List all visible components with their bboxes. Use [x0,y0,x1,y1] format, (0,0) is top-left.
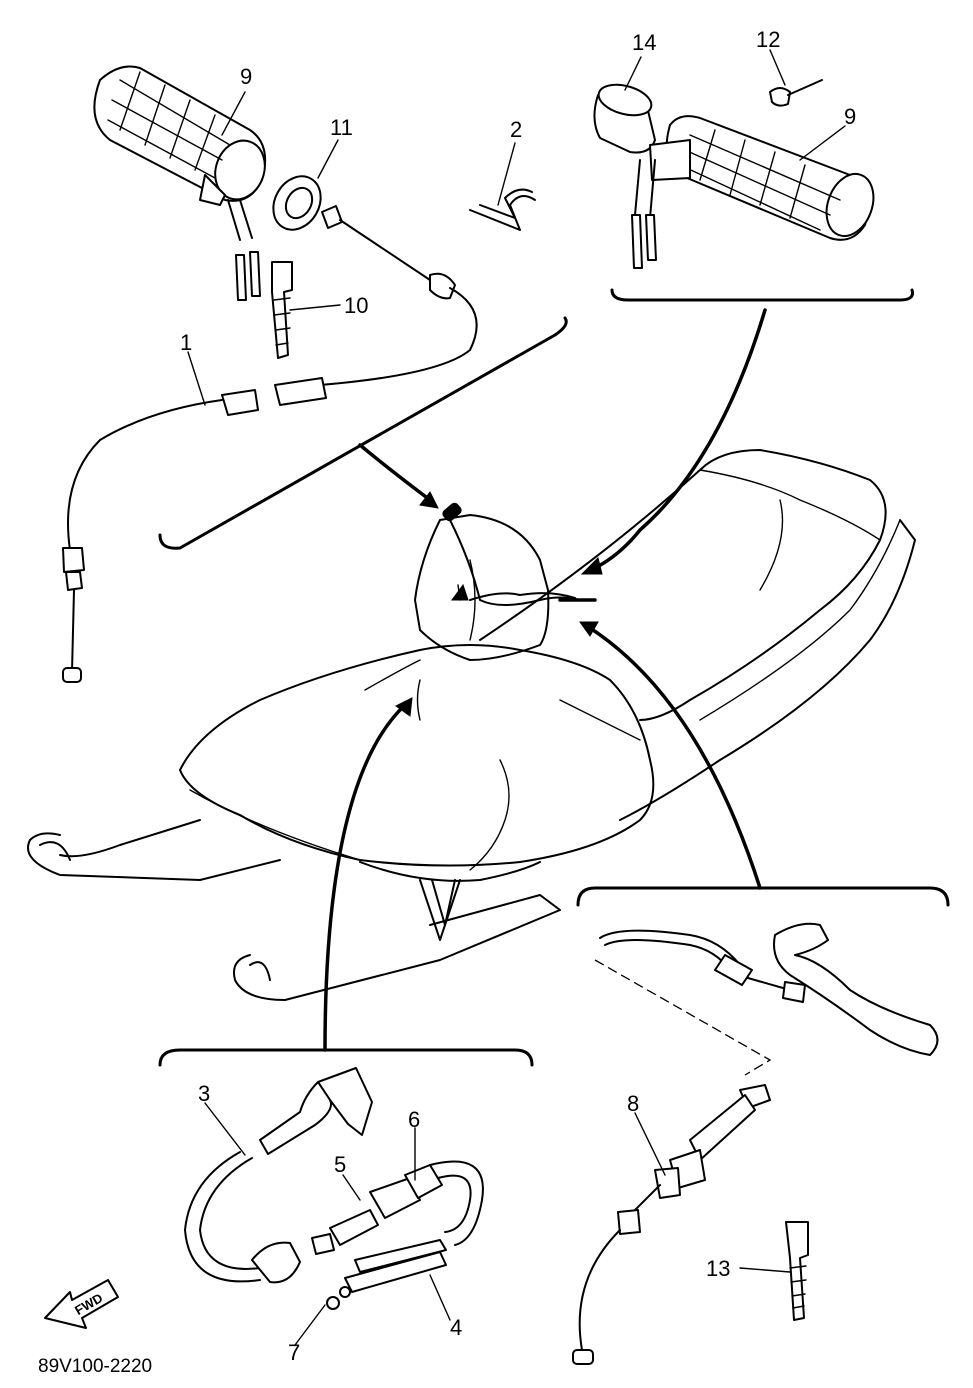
bracket-switch [158,1048,534,1067]
left-grip-assembly [93,65,266,301]
kill-switch-assembly [184,1067,373,1284]
snowmobile-body [27,449,916,1001]
forward-direction-arrow: FWD [44,1279,119,1329]
callout-1: 1 [180,330,192,355]
callout-9-left: 9 [240,64,252,89]
brake-cable [572,1084,771,1365]
callout-5: 5 [334,1152,346,1177]
callout-14: 14 [632,30,656,55]
callout-numbers: 9 11 2 14 12 9 10 1 3 6 5 8 13 4 7 [180,27,856,1365]
grouping-brackets [158,288,950,1067]
callout-13: 13 [706,1256,730,1281]
diagram-code: 89V100-2220 [38,1356,152,1377]
callout-4: 4 [450,1315,462,1340]
callout-2: 2 [510,117,522,142]
callout-10: 10 [344,293,368,318]
throttle-cable [62,205,478,683]
callout-11: 11 [330,115,353,140]
bracket-right-grip [610,288,914,302]
cable-tie-left [271,261,293,359]
callout-3: 3 [198,1081,210,1106]
bracket-left-grip [158,316,568,550]
leader-arrows [323,308,767,1052]
callout-7: 7 [288,1340,300,1365]
brake-lever-assembly [599,922,939,1056]
assembly-link-line [594,959,772,1076]
switch-body [311,1160,484,1310]
spacer-ring [272,175,322,231]
bracket-brake [576,886,950,907]
callout-leaders [187,49,846,1346]
right-grip-assembly [593,79,875,269]
callout-8: 8 [627,1091,639,1116]
cable-tie-right [785,1221,809,1321]
cable-clip [469,188,536,231]
callout-6: 6 [408,1107,420,1132]
callout-12: 12 [756,27,780,52]
callout-9-right: 9 [844,104,856,129]
